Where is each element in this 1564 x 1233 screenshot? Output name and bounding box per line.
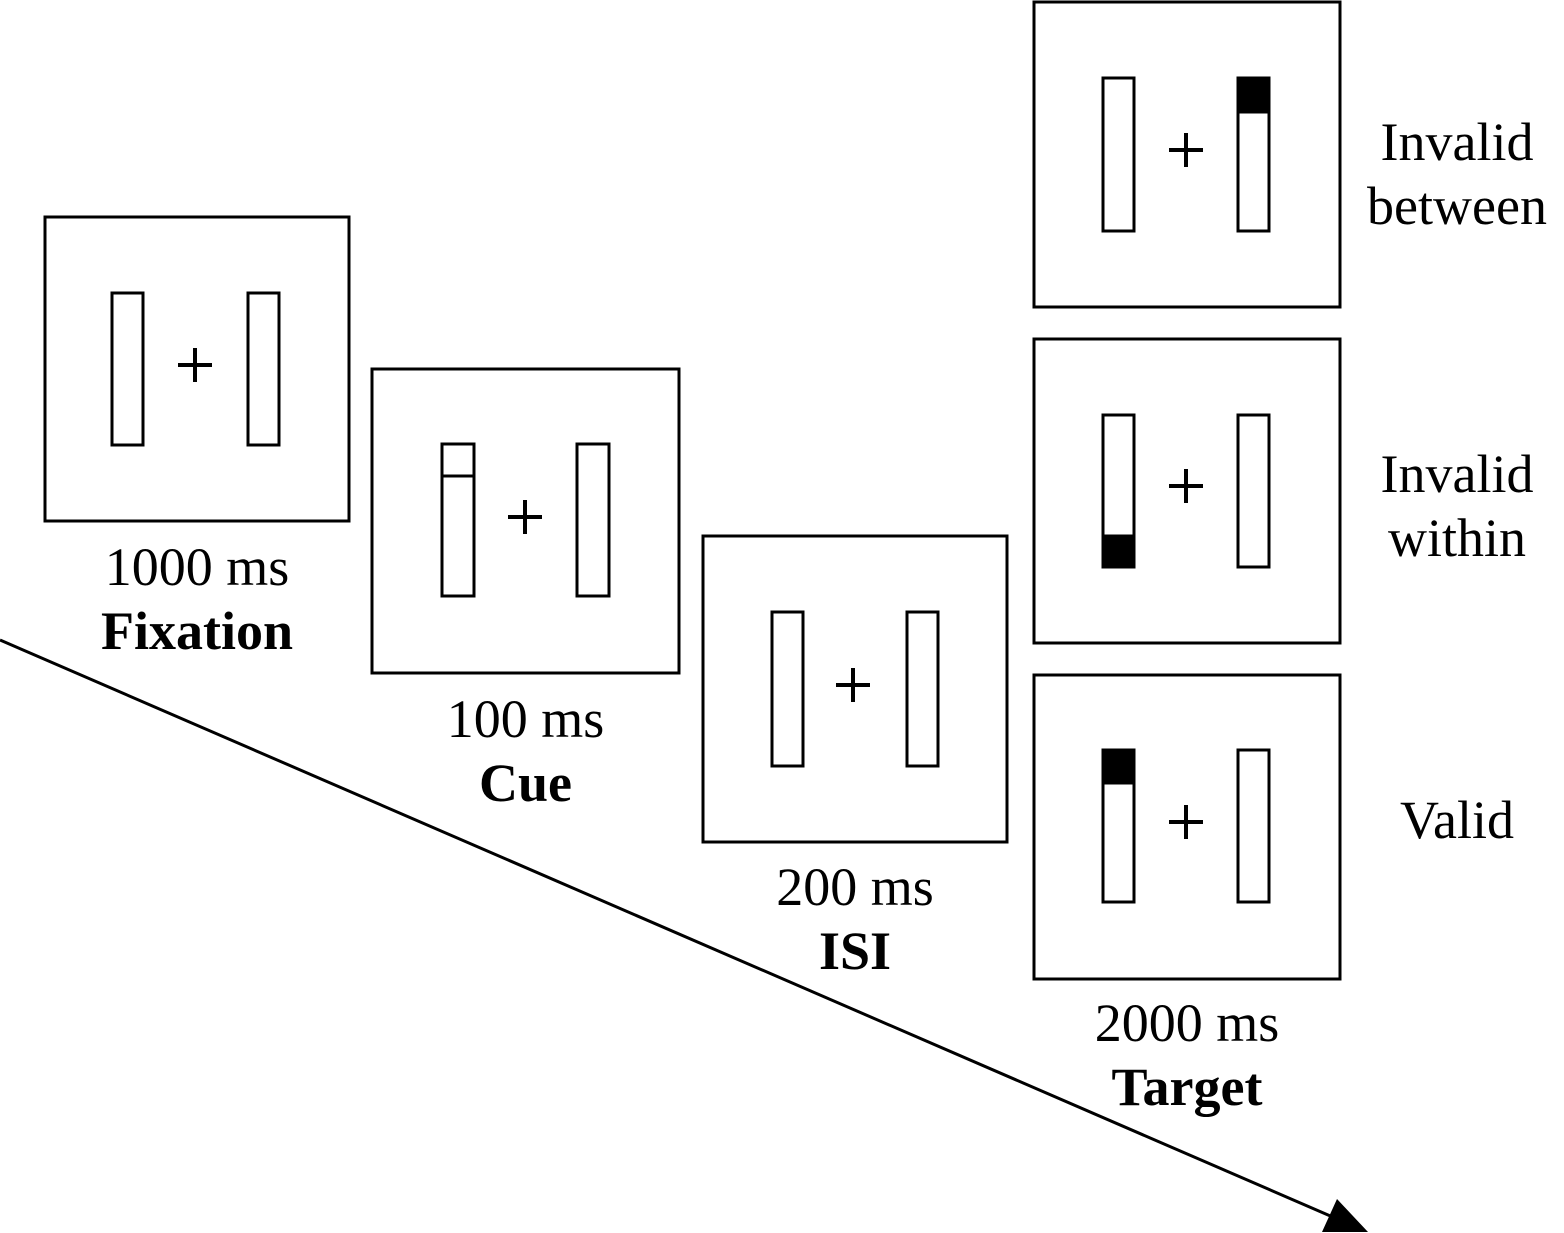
fixation-cross-icon <box>1169 133 1203 167</box>
condition-label-line2: between <box>1367 176 1547 236</box>
right-bar <box>575 442 611 598</box>
condition-label-line1: Invalid <box>1380 444 1534 504</box>
left-bar <box>770 610 805 768</box>
isi-duration: 200 ms <box>776 857 934 917</box>
right-bar <box>246 291 281 447</box>
isi-display <box>701 534 1009 844</box>
target-duration: 2000 ms <box>1094 993 1280 1053</box>
fixation-display <box>43 215 351 523</box>
condition-label-valid: Valid <box>1350 788 1564 852</box>
target-display-valid <box>1032 673 1342 981</box>
cue-display <box>370 367 681 675</box>
target-block <box>1101 748 1136 785</box>
cue-duration: 100 ms <box>446 689 605 749</box>
right-bar <box>905 610 940 768</box>
target-block <box>1236 76 1271 114</box>
target-display-invalid-within <box>1032 337 1342 645</box>
fixation-cross-icon <box>1169 469 1203 503</box>
cue-outline <box>440 442 476 478</box>
left-bar <box>110 291 145 447</box>
cue-label: Cue <box>479 753 572 813</box>
fixation-cross-icon <box>508 500 542 534</box>
fixation-duration: 1000 ms <box>104 537 290 597</box>
condition-label-invalid-within: Invalid within <box>1350 442 1564 570</box>
target-block <box>1101 534 1136 569</box>
isi-label: ISI <box>818 921 892 981</box>
fixation-cross-icon <box>1169 805 1203 839</box>
left-bar <box>1101 76 1136 233</box>
condition-label-invalid-between: Invalid between <box>1350 110 1564 238</box>
fixation-label: Fixation <box>100 601 293 661</box>
fixation-cross-icon <box>178 348 212 382</box>
time-arrow <box>0 638 1368 1232</box>
condition-label-line1: Valid <box>1400 790 1514 850</box>
fixation-cross-icon <box>836 668 870 702</box>
right-bar <box>1236 748 1271 904</box>
target-label: Target <box>1111 1057 1263 1117</box>
left-bar <box>440 442 476 598</box>
arrowhead-icon <box>1322 1199 1368 1232</box>
right-bar <box>1236 413 1271 569</box>
condition-label-line2: within <box>1387 508 1526 568</box>
condition-label-line1: Invalid <box>1380 112 1534 172</box>
target-display-invalid-between <box>1032 0 1342 309</box>
